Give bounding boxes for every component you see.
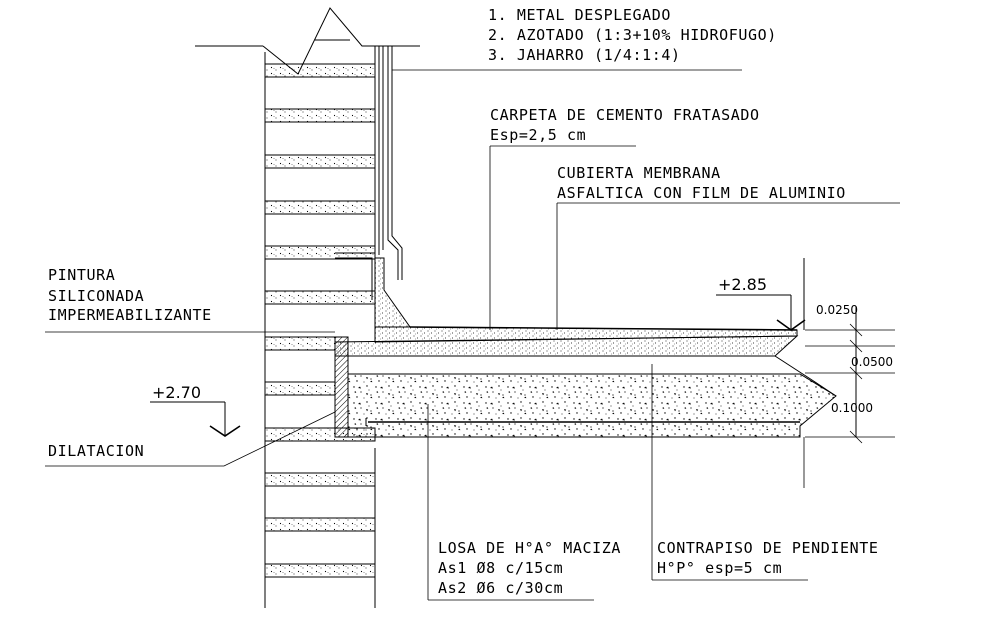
dilatacion-label: DILATACION xyxy=(48,442,144,460)
losa-rebar-1: As1 Ø8 c/15cm xyxy=(438,559,563,577)
legend-item-2: 2. AZOTADO (1:3+10% HIDROFUGO) xyxy=(488,26,777,44)
dimension-3: 0.1000 xyxy=(831,401,873,415)
contrapiso-thickness: H°P° esp=5 cm xyxy=(657,559,782,577)
level-marker-upper xyxy=(716,258,806,331)
cubierta-label-2: ASFALTICA CON FILM DE ALUMINIO xyxy=(557,184,846,202)
cubierta-label: CUBIERTA MEMBRANA xyxy=(557,164,721,182)
legend-item-3: 3. JAHARRO (1/4:1:4) xyxy=(488,46,681,64)
dimension-2: 0.0500 xyxy=(851,355,893,369)
roof-upturn xyxy=(335,252,411,328)
dilatation-joint xyxy=(334,336,349,438)
leader-lines xyxy=(45,145,900,601)
wall-finish-layers xyxy=(378,46,742,280)
dimension-lines xyxy=(803,306,895,488)
pintura-label: PINTURA xyxy=(48,266,115,284)
losa-label: LOSA DE H°A° MACIZA xyxy=(438,539,621,557)
level-upper-label: +2.85 xyxy=(718,275,767,294)
brick-wall xyxy=(264,46,376,608)
dimension-1: 0.0250 xyxy=(816,303,858,317)
pintura-label-2: SILICONADA xyxy=(48,287,144,305)
contrapiso-label: CONTRAPISO DE PENDIENTE xyxy=(657,539,879,557)
legend-item-1: 1. METAL DESPLEGADO xyxy=(488,6,671,24)
carpeta-thickness: Esp=2,5 cm xyxy=(490,126,586,144)
carpeta-label: CARPETA DE CEMENTO FRATASADO xyxy=(490,106,760,124)
level-marker-lower xyxy=(150,401,241,437)
concrete-slab xyxy=(347,373,837,438)
level-lower-label: +2.70 xyxy=(152,383,201,402)
losa-rebar-2: As2 Ø6 c/30cm xyxy=(438,579,563,597)
pintura-label-3: IMPERMEABILIZANTE xyxy=(48,306,212,324)
cement-screed xyxy=(374,326,798,343)
